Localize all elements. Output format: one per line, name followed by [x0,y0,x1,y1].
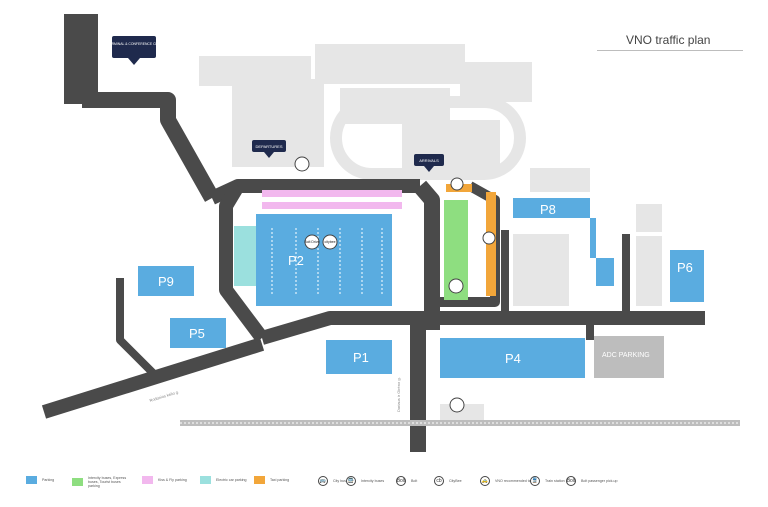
label-p8: P8 [540,202,556,217]
legend-label: VNO recommended taxis [495,478,536,483]
label-p9: P9 [158,274,174,289]
label-p4: P4 [505,351,521,366]
legend-label: Bolt passenger pick-up [581,478,618,483]
bus-icon: 🚌 [318,476,328,486]
electric-parking-area [234,226,256,286]
parking-lot-p5 [170,318,226,348]
legend-label: City buses [333,478,350,483]
legend-item: 🚆 Train station [530,476,565,486]
legend-swatch [200,476,211,484]
label-p1: P1 [353,350,369,365]
citybee-logo-icon [322,234,338,250]
map-icons [294,156,496,413]
legend-label: Intercity buses [361,478,385,483]
label-p6: P6 [677,260,693,275]
legend-label: Electric car parking [216,477,247,482]
legend-label: Bolt [411,478,418,483]
legend-label: Parking [42,477,55,482]
kiss-fly-lane [262,202,402,209]
legend-item: Bolt Bolt [396,476,417,486]
kiss-fly-lane [262,190,402,197]
legend-label: Train station [545,478,565,483]
legend-label: Kiss & Fly parking [158,477,187,482]
building-block [530,168,590,192]
road-east [260,311,705,345]
callout-vip-text: VIP TERMINAL & CONFERENCE CENTRE [101,42,168,46]
road-terminal-south [413,180,440,330]
legend-item: 🚕 VNO recommended taxis [480,476,535,486]
legend-item: 🚍 Intercity buses [346,476,384,486]
legend-item: Intercity buses, Express buses, Tourist … [72,476,132,489]
legend-item: Kiss & Fly parking [142,476,187,484]
coach-icon [482,231,496,245]
citybee-logo-icon: cb [434,476,444,486]
legend-item: Electric car parking [200,476,247,484]
legend-swatch [254,476,265,484]
road-network [41,14,705,452]
bolt-logo-icon [304,234,320,250]
legend-label: Intercity buses, Express buses, Tourist … [88,476,127,489]
street-label-rodunios: Rodūnios kelio g. [149,389,180,403]
apron-loop [330,96,526,180]
building-block [315,44,465,84]
taxi-icon: 🚕 [480,476,490,486]
parking-lot-p8 [513,198,614,286]
legend-item: Parking [26,476,54,484]
street-label-dariaus: Dariaus ir Girėno g. [396,377,401,412]
road-north [82,92,219,202]
callout-arrivals-text: ARRIVALS [419,158,439,163]
building-block [232,79,324,167]
building-block [636,204,662,232]
map-title: VNO traffic plan [626,33,711,47]
legend-swatch [142,476,153,484]
train-icon [449,397,465,413]
legend-swatch [26,476,37,484]
building-block [460,62,532,102]
taxi-icon [450,177,464,191]
legend-label: CityBee [449,478,462,483]
parking-rows [271,228,383,296]
label-p5: P5 [189,326,205,341]
parking-lot-p6 [670,250,704,302]
bolt-pickup-icon: Bolt [566,476,576,486]
legend-item: cb CityBee [434,476,462,486]
train-icon: 🚆 [530,476,540,486]
coach-icon [448,278,464,294]
title-divider [597,50,743,51]
callout-vip: VIP TERMINAL & CONFERENCE CENTRE [101,36,168,65]
coach-icon: 🚍 [346,476,356,486]
parking-lot-p1 [326,340,392,374]
legend-swatch [72,478,83,487]
parking-lots [138,198,704,378]
label-p2: P2 [288,253,304,268]
adc-parking-lot [594,336,664,378]
callout-departures-text: DEPARTURES [256,144,283,149]
parking-lot-p4 [440,338,585,378]
legend-item: Bolt Bolt passenger pick-up [566,476,618,486]
bolt-logo-icon: Bolt [396,476,406,486]
callout-arrivals: ARRIVALS [414,154,444,172]
callout-departures: DEPARTURES [252,140,286,158]
bus-icon [294,156,310,172]
bolt-badge-text: Bolt Drive [304,240,319,244]
building-block [513,234,569,306]
parking-lot-p2 [256,214,392,306]
road-p9-link [116,278,163,383]
legend-item: 🚌 City buses [318,476,350,486]
citybee-badge-text: citybee [324,240,335,244]
legend-label: Taxi parking [270,477,290,482]
parking-lot-p9 [138,266,194,296]
building-block [636,236,662,306]
label-adc-parking: ADC PARKING [602,352,650,359]
legend-item: Taxi parking [254,476,289,484]
road-west-loop [219,182,268,343]
parking-lot-north [64,14,98,104]
